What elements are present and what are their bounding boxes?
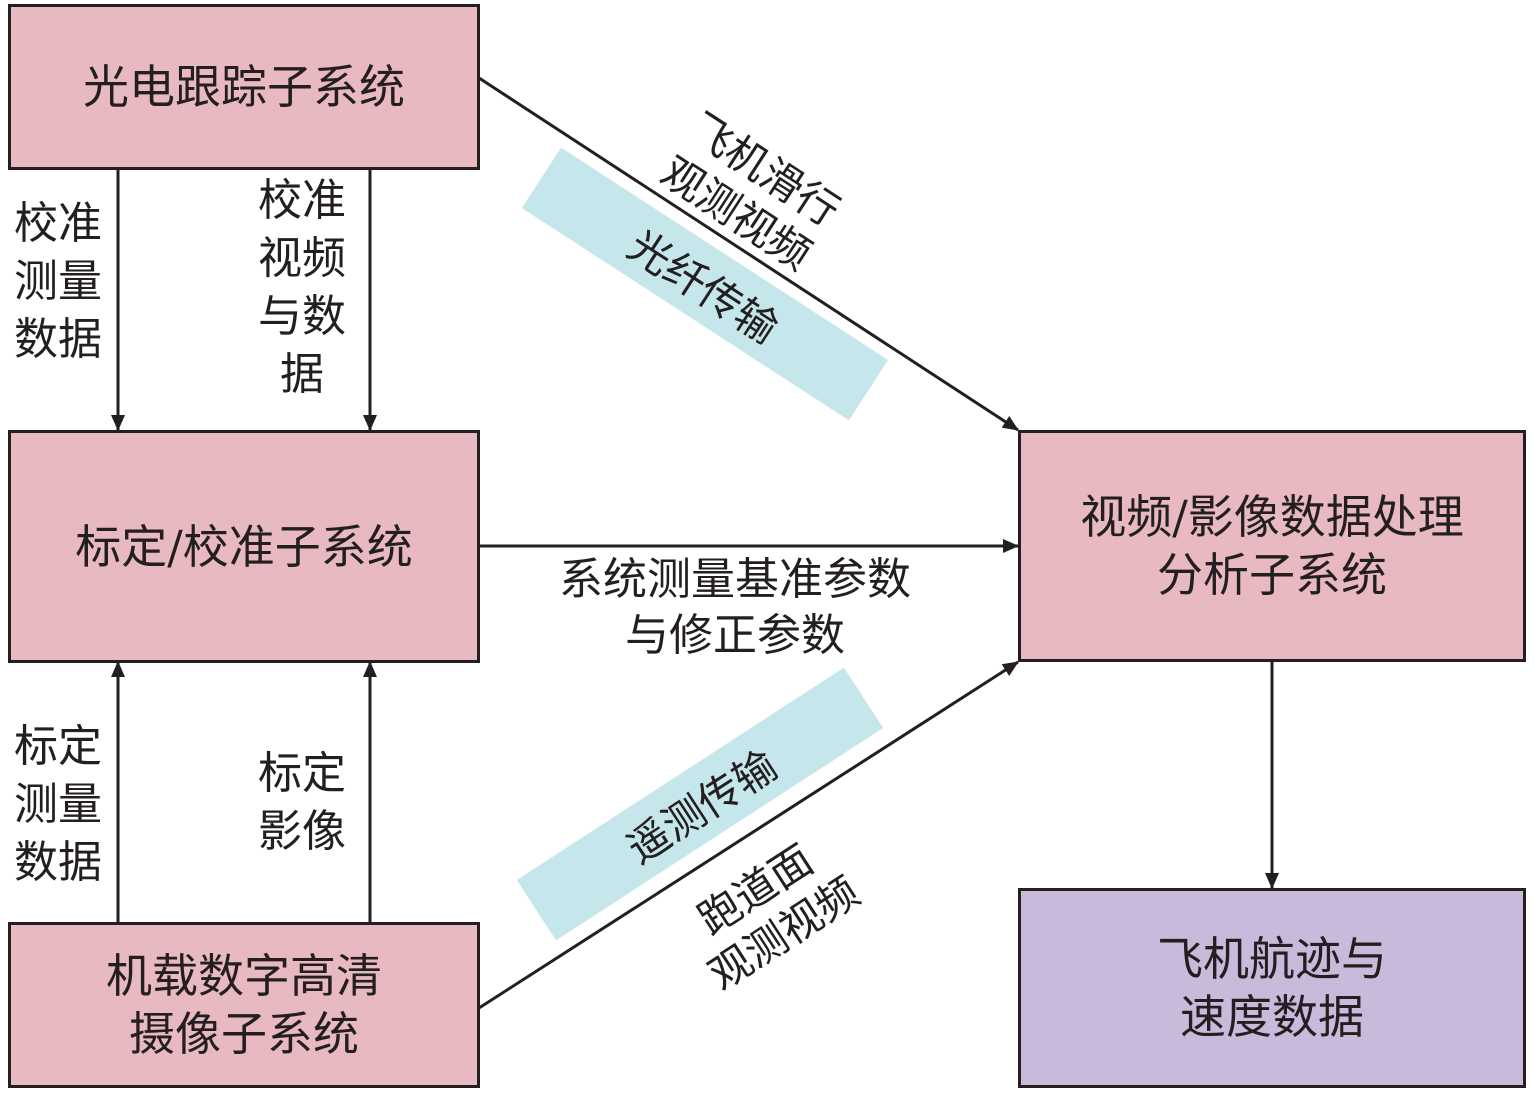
calib-measure-data-line3: 数据 <box>14 314 102 365</box>
processing-subsystem-label-line2: 分析子系统 <box>1157 548 1387 602</box>
reference-params-line2: 与修正参数 <box>625 610 845 661</box>
cal-measure-data-line3: 数据 <box>14 837 102 888</box>
calib-video-data-line4: 据 <box>280 349 324 400</box>
calib-measure-data-label: 校准 测量 数据 <box>8 195 108 369</box>
calib-video-data-line3: 与数 <box>258 291 346 342</box>
cal-measure-data-label: 标定 测量 数据 <box>8 718 108 892</box>
arrow-tracking-to-processing <box>478 76 1019 432</box>
arrow-camera-to-processing <box>478 660 1019 1010</box>
cal-measure-data-line2: 测量 <box>14 779 102 830</box>
camera-subsystem-label-line2: 摄像子系统 <box>129 1007 359 1061</box>
output-data-label-line1: 飞机航迹与 <box>1157 932 1387 986</box>
calib-video-data-line1: 校准 <box>258 175 346 226</box>
cal-measure-data-line1: 标定 <box>14 721 102 772</box>
calib-measure-data-line2: 测量 <box>14 256 102 307</box>
camera-subsystem-box: 机载数字高清 摄像子系统 <box>8 922 480 1088</box>
reference-params-line1: 系统测量基准参数 <box>559 554 911 605</box>
reference-params-label: 系统测量基准参数 与修正参数 <box>520 552 950 664</box>
tracking-subsystem-box: 光电跟踪子系统 <box>8 4 480 170</box>
cal-image-label: 标定 影像 <box>252 745 352 861</box>
calib-measure-data-line1: 校准 <box>14 198 102 249</box>
tracking-subsystem-label: 光电跟踪子系统 <box>83 60 405 114</box>
calib-video-data-label: 校准 视频 与数 据 <box>252 172 352 404</box>
calib-video-data-line2: 视频 <box>258 233 346 284</box>
processing-subsystem-label-line1: 视频/影像数据处理 <box>1080 490 1464 544</box>
processing-subsystem-box: 视频/影像数据处理 分析子系统 <box>1018 430 1526 662</box>
cal-image-line1: 标定 <box>258 748 346 799</box>
calibration-subsystem-box: 标定/校准子系统 <box>8 430 480 663</box>
output-data-box: 飞机航迹与 速度数据 <box>1018 888 1526 1088</box>
output-data-label-line2: 速度数据 <box>1180 990 1364 1044</box>
calibration-subsystem-label: 标定/校准子系统 <box>75 519 413 574</box>
cal-image-line2: 影像 <box>258 806 346 857</box>
camera-subsystem-label-line1: 机载数字高清 <box>106 949 382 1003</box>
